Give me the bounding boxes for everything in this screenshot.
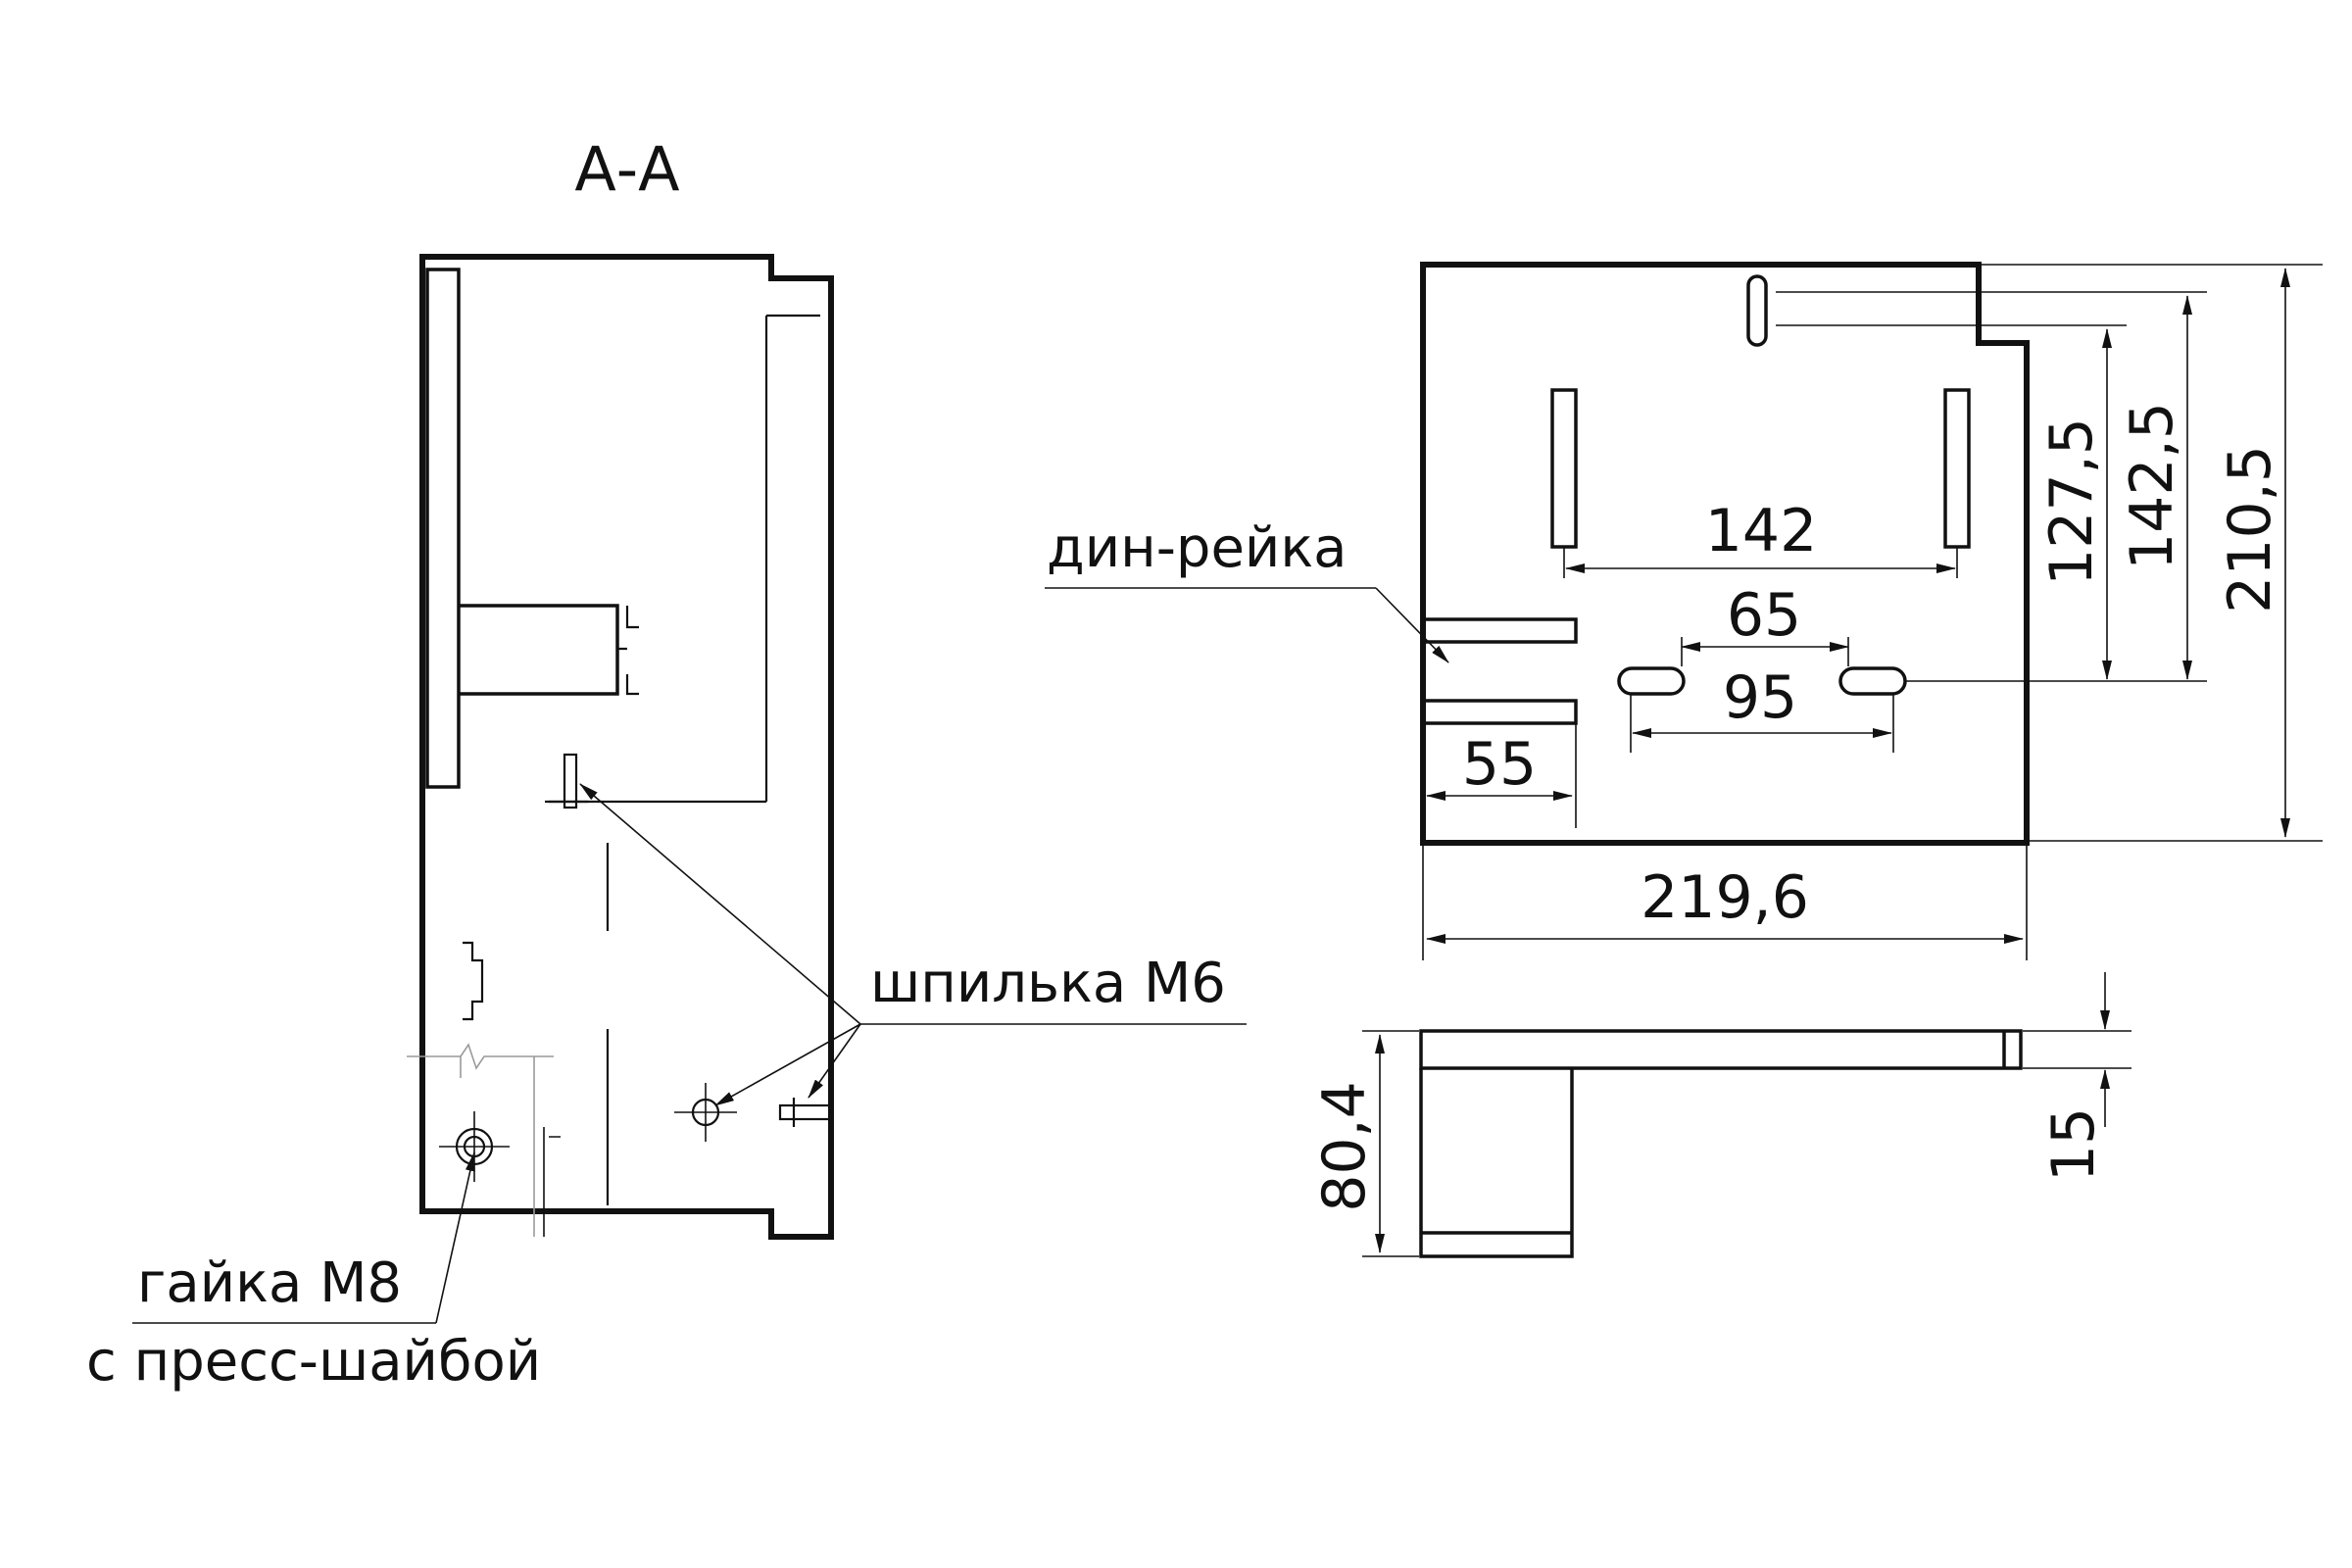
top-slot — [1746, 274, 1768, 347]
dim-142-5: 142,5 — [2118, 402, 2186, 570]
din-clip — [617, 606, 639, 696]
section-title: А-А — [574, 133, 679, 205]
stud-lower-side — [778, 1098, 833, 1127]
section-outline — [419, 254, 834, 1240]
dim-142: 142 — [1705, 497, 1818, 565]
stud-leaders — [579, 783, 1247, 1106]
nut-label-line1: гайка М8 — [137, 1251, 402, 1315]
nut-label-line2: с пресс-шайбой — [86, 1330, 541, 1394]
oval-hole-left — [1617, 666, 1686, 696]
helper-tick — [543, 1127, 561, 1237]
stud-label: шпилька М6 — [870, 952, 1226, 1015]
dim-55: 55 — [1462, 730, 1537, 799]
front-view: дин-рейка 142 65 95 55 219,6 127,5 142,5… — [1045, 262, 2323, 960]
section-view: А-А — [86, 133, 1247, 1394]
inner-wall — [549, 314, 820, 804]
din-rail-block — [459, 604, 619, 696]
front-outline — [1420, 262, 2030, 846]
dim-127-5: 127,5 — [2037, 417, 2106, 586]
dim-15: 15 — [2039, 1107, 2108, 1182]
side-bracket-body — [1419, 1068, 1574, 1258]
helper-lines — [407, 1043, 554, 1237]
nut-leader — [435, 1152, 475, 1324]
side-view: 80,4 15 — [1310, 972, 2132, 1258]
nut-m8 — [439, 1111, 510, 1182]
din-rail-label: дин-рейка — [1047, 516, 1347, 580]
dim-210-5: 210,5 — [2216, 445, 2284, 613]
stud-upper — [563, 753, 578, 809]
side-top-flange — [1419, 1029, 2023, 1070]
din-slot-upper — [1423, 617, 1578, 644]
oval-hole-right — [1838, 666, 1907, 696]
din-slot-lower — [1423, 699, 1578, 725]
dim-219-6: 219,6 — [1641, 863, 1809, 932]
side-bracket — [463, 941, 484, 1021]
dim-80-4: 80,4 — [1310, 1081, 1379, 1212]
left-mount-slot — [1550, 388, 1578, 549]
back-plate — [425, 268, 461, 789]
right-mount-slot — [1943, 388, 1971, 549]
dim-95: 95 — [1723, 663, 1797, 732]
dim-65: 65 — [1727, 581, 1801, 650]
stud-lower-hole — [674, 1083, 737, 1142]
